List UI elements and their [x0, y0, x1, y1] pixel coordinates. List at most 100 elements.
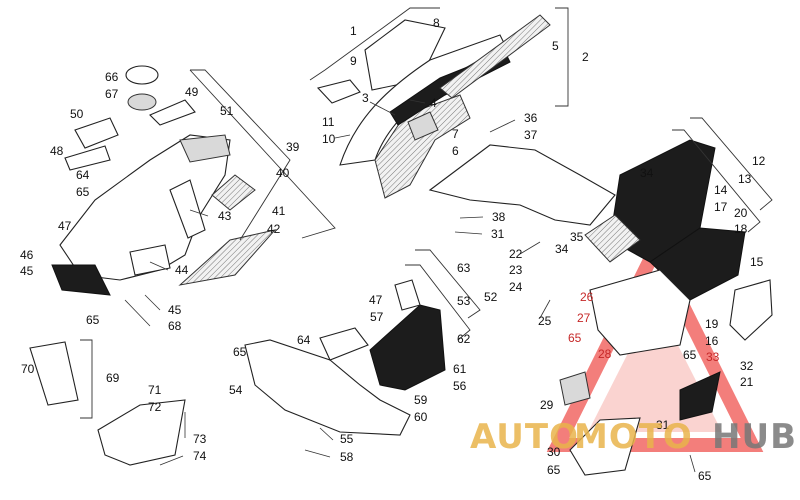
callout-label-25: 25: [538, 314, 552, 328]
bracket-group-69: [80, 339, 93, 419]
callout-label-17: 17: [714, 200, 728, 214]
front-nose-assembly: [428, 139, 773, 476]
callout-label-49: 49: [185, 85, 199, 99]
leader-65g: [689, 454, 696, 473]
callout-label-26: 26: [580, 290, 594, 304]
callout-label-43: 43: [218, 209, 232, 223]
leader-25: [539, 299, 551, 319]
bracket-part-63: [394, 279, 421, 311]
callout-label-74: 74: [193, 449, 207, 463]
callout-label-40: 40: [276, 166, 290, 180]
leader-45b: [144, 294, 161, 311]
leader-58: [304, 449, 331, 458]
callout-label-11: 11: [322, 115, 335, 129]
bracket-group-52: [415, 249, 481, 319]
skid-plate-part-30: [569, 417, 641, 476]
hood-assembly: [51, 65, 277, 296]
leader-22: [519, 241, 541, 255]
windshield-decal-part-49: [149, 99, 196, 126]
callout-label-16: 16: [705, 334, 719, 348]
callout-label-36: 36: [524, 111, 538, 125]
callout-label-8: 8: [433, 16, 440, 30]
callout-label-65: 65: [233, 345, 247, 359]
callout-label-52: 52: [484, 290, 498, 304]
callout-label-35: 35: [570, 230, 584, 244]
bracket-group-53: [405, 264, 471, 341]
hood-mesh-part-42: [178, 229, 277, 286]
callout-label-46: 46: [20, 248, 34, 262]
callout-label-18: 18: [734, 222, 748, 236]
belly-pan-part-54: [244, 339, 411, 436]
lower-panel-assembly: [29, 341, 186, 466]
callout-label-69: 69: [106, 371, 120, 385]
hood-side-panel-part-44: [129, 244, 171, 276]
callout-label-63: 63: [457, 261, 471, 275]
callout-label-57: 57: [370, 310, 384, 324]
callout-label-42: 42: [267, 222, 281, 236]
callout-label-9: 9: [350, 54, 357, 68]
callout-label-15: 15: [750, 255, 764, 269]
watermark-brand-mid: MOTO: [574, 417, 693, 457]
callout-label-62: 62: [457, 332, 471, 346]
grille-part-35: [584, 214, 641, 263]
leader-lines: [124, 99, 696, 473]
callout-label-20: 20: [734, 206, 748, 220]
callout-label-60: 60: [414, 410, 428, 424]
gauge-ring-part-66: [125, 65, 159, 85]
callout-label-6: 6: [452, 144, 459, 158]
callout-label-64: 64: [76, 168, 90, 182]
callout-label-19: 19: [705, 317, 719, 331]
callout-label-65: 65: [568, 331, 582, 345]
callout-label-31: 31: [491, 227, 505, 241]
callout-label-27: 27: [577, 311, 591, 325]
callout-label-37: 37: [524, 128, 538, 142]
vent-strip-part-5: [439, 14, 551, 99]
callout-label-53: 53: [457, 294, 471, 308]
leader-38: [459, 216, 484, 219]
callout-label-21: 21: [740, 375, 754, 389]
callout-label-66: 66: [105, 70, 119, 84]
callout-label-65: 65: [86, 313, 100, 327]
hood-mesh-part-41: [211, 174, 256, 211]
decal-part-11: [316, 79, 361, 104]
callout-label-39: 39: [286, 140, 300, 154]
windshield-decal-part-48: [64, 145, 111, 171]
bracket-group-40: [189, 69, 336, 239]
callout-label-51: 51: [220, 104, 234, 118]
side-panel-part-70: [29, 341, 79, 406]
callout-label-59: 59: [414, 393, 428, 407]
callout-label-45: 45: [168, 303, 182, 317]
callout-label-1: 1: [350, 24, 357, 38]
callout-label-10: 10: [322, 132, 336, 146]
callout-label-38: 38: [492, 210, 506, 224]
callout-label-47: 47: [58, 219, 72, 233]
hood-bracket-part-43: [169, 179, 206, 239]
bracket-group-1: [309, 7, 440, 81]
leader-10: [334, 134, 351, 139]
windshield-decal-part-50: [74, 117, 119, 149]
callout-label-28: 28: [598, 347, 612, 361]
callout-label-58: 58: [340, 450, 354, 464]
callout-label-68: 68: [168, 319, 182, 333]
callout-label-5: 5: [552, 39, 559, 53]
leader-3: [369, 101, 396, 116]
leader-55: [319, 427, 334, 441]
watermark-brand-left: AUTO: [470, 417, 579, 457]
nose-cover-part-37: [428, 144, 616, 226]
callout-label-34: 34: [555, 242, 569, 256]
bracket-part-7: [407, 111, 439, 141]
callout-label-45: 45: [20, 264, 34, 278]
side-panel-part-3: [339, 34, 506, 166]
callout-label-24: 24: [509, 280, 523, 294]
callout-label-72: 72: [148, 400, 162, 414]
side-trim-part-47: [319, 327, 369, 361]
callout-label-30: 30: [547, 445, 561, 459]
side-grille-part-19: [729, 279, 773, 341]
callout-label-32: 32: [740, 359, 754, 373]
callout-label-34: 34: [640, 166, 654, 180]
belly-pan-assembly: [244, 279, 446, 436]
callout-label-64: 64: [297, 333, 311, 347]
callout-label-67: 67: [105, 87, 119, 101]
